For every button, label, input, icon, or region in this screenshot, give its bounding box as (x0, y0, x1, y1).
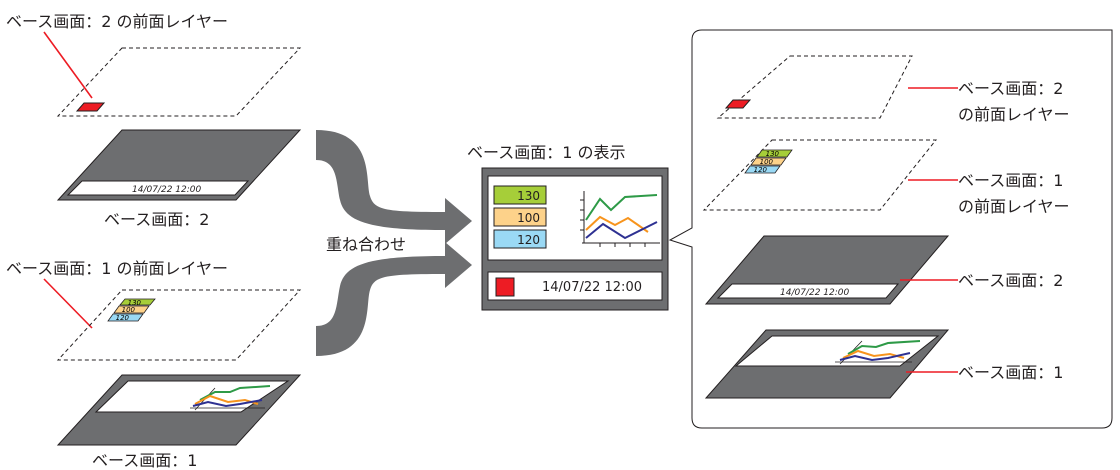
red-lamp-icon (495, 277, 515, 297)
merge-arrow-top (316, 130, 472, 244)
tag-value: 100 (760, 158, 774, 166)
right-label-3: ベース画面：2 (958, 271, 1063, 290)
right-front-layer-base1 (702, 139, 938, 211)
display-chart (580, 191, 660, 247)
leader-line (43, 278, 93, 329)
tag-value: 120 (754, 166, 768, 174)
label-base1-front-layer: ベース画面：1 の前面レイヤー (6, 259, 228, 278)
value-box-120 (493, 229, 547, 249)
label-display: ベース画面：1 の表示 (467, 143, 625, 162)
mini-chart (835, 340, 921, 365)
right-label-2a: ベース画面：1 (958, 171, 1063, 190)
tag-value: 130 (766, 150, 780, 158)
label-overlay: 重ね合わせ (326, 235, 406, 254)
red-lamp-icon (75, 102, 106, 112)
right-front-layer-base2 (716, 55, 913, 119)
mini-chart (190, 385, 271, 411)
display-timestamp: 14/07/22 12:00 (542, 280, 642, 295)
label-base1: ベース画面：1 (92, 451, 197, 470)
timestamp-text: 14/07/22 12:00 (132, 185, 201, 195)
tag-value: 130 (128, 299, 142, 307)
tag-value: 100 (122, 306, 136, 314)
display-status-bar (487, 271, 663, 301)
right-label-4: ベース画面：1 (958, 363, 1063, 382)
right-label-2b: の前面レイヤー (958, 197, 1070, 216)
value-text: 130 (517, 189, 540, 203)
red-lamp-icon (724, 99, 752, 109)
value-text: 120 (517, 233, 540, 247)
right-label-1a: ベース画面：2 (958, 79, 1063, 98)
front-layer-base1 (56, 289, 302, 361)
callout-box (668, 29, 1113, 429)
value-text: 100 (517, 211, 540, 225)
value-box-130 (493, 185, 547, 205)
value-tags-small: 130 100 120 (107, 298, 156, 322)
value-tags-small: 130 100 120 (744, 149, 793, 174)
label-base2-front-layer: ベース画面：2 の前面レイヤー (6, 12, 228, 31)
leader-line (43, 31, 93, 99)
value-boxes: 130 100 120 (493, 185, 547, 249)
timestamp-text: 14/07/22 12:00 (780, 288, 849, 298)
merge-arrow-bottom (316, 242, 472, 356)
value-box-100 (493, 207, 547, 227)
right-label-1b: の前面レイヤー (958, 105, 1070, 124)
label-base2: ベース画面：2 (104, 210, 209, 229)
timestamp-bar (716, 283, 900, 299)
timestamp-bar (66, 180, 250, 196)
tag-value: 120 (116, 314, 130, 322)
